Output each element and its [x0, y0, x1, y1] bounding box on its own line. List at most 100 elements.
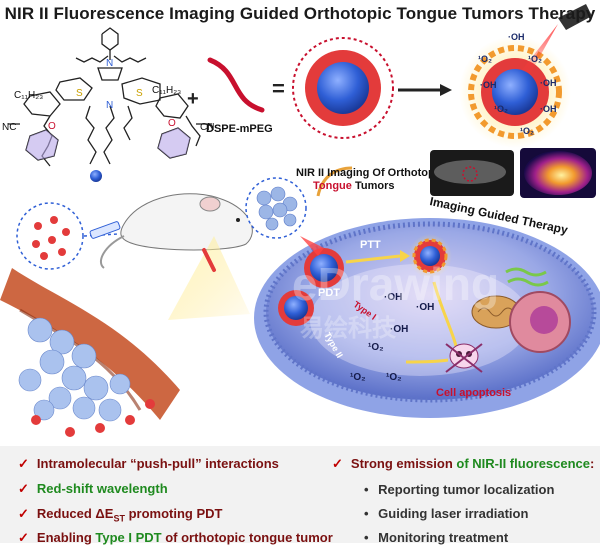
ros-oh-4: ·OH — [508, 32, 525, 42]
summary-panel — [0, 446, 600, 543]
bullet-icon: • — [364, 506, 373, 521]
laser-device-icon — [558, 4, 592, 30]
mouse-tail — [99, 235, 125, 269]
nir-image-mouse-body — [434, 160, 506, 184]
nir-heatmap-signal — [524, 151, 592, 195]
bullet-icon: • — [364, 530, 373, 545]
syringe-icon — [89, 221, 121, 239]
ros-labels-cell: ·OH ·OH ·OH ¹O₂ ¹O₂ ¹O₂ — [350, 292, 434, 383]
right-bullet-1: • Reporting tumor localization — [364, 482, 554, 497]
light-beam — [168, 236, 250, 320]
nir-image-tumor-marker — [462, 166, 478, 182]
cell-cluster-icon — [18, 317, 131, 422]
nucleus-icon — [509, 291, 571, 353]
chain-right-label: C₁₁H₂₃ — [152, 85, 181, 96]
equals-sign: = — [272, 76, 285, 101]
imaging-arrow — [316, 166, 353, 197]
left-point-2-text-1: Red-shift wavelength — [36, 481, 168, 496]
check-icon: ✓ — [18, 456, 29, 471]
left-point-2: ✓Red-shift wavelength — [18, 481, 168, 497]
right-bullet-3: • Monitoring treatment — [364, 530, 508, 545]
cell-oh-1: ·OH — [384, 292, 402, 303]
right-header-text-1: Strong emission — [350, 456, 457, 471]
mouse-icon — [120, 193, 253, 251]
cell-nanoparticle-2 — [278, 290, 314, 326]
plus-sign: + — [187, 88, 199, 110]
cell-singlet-1: ¹O₂ — [368, 342, 384, 353]
solution-particles — [32, 216, 70, 260]
chain-left-label: C₁₁H₂₃ — [14, 90, 43, 101]
left-point-4-text-3: of orthotopic tongue tumor — [161, 530, 333, 545]
tumors-word: Tumors — [352, 180, 395, 192]
watermark-cn: 易绘科技 — [300, 314, 397, 342]
right-bullet-3-text: Monitoring treatment — [378, 530, 509, 545]
ros-singlet-3: ¹O₂ — [494, 104, 508, 114]
er-icon — [505, 267, 549, 287]
cell-oh-3: ·OH — [390, 324, 408, 335]
cell-apoptosis-label: Cell apoptosis — [436, 387, 511, 399]
blood-vessel-icon — [0, 268, 180, 420]
right-bullet-1-text: Reporting tumor localization — [378, 482, 555, 497]
ros-oh-3: ·OH — [540, 104, 557, 114]
cell-nanoparticle-heated — [408, 234, 452, 278]
ptt-arrowhead — [400, 250, 410, 262]
tongue-word: Tongue — [313, 180, 352, 192]
left-point-1: ✓ Intramolecular “push-pull” interactions — [18, 456, 279, 472]
laser-beam-top — [522, 24, 558, 74]
circulating-nanoparticles — [31, 399, 155, 437]
nc-label: NC — [2, 122, 16, 133]
indanone-left-shade — [26, 130, 58, 160]
imaging-label-line1: NIR II Imaging Of Orthotopic — [296, 167, 444, 179]
watermark: eDrawing — [292, 258, 499, 310]
nanoparticle-icon — [292, 37, 394, 139]
cell-singlet-2: ¹O₂ — [350, 372, 366, 383]
left-point-3-text-1: Reduced ΔE — [36, 506, 114, 521]
nanoparticle-solution-inset — [16, 202, 84, 270]
ptt-arrow — [345, 254, 401, 264]
left-point-1-text-1: Intramolecular “push-pull” interactions — [36, 456, 279, 471]
sulfur-right-label: S — [136, 88, 143, 99]
bullet-icon: • — [364, 482, 373, 497]
right-bullet-2-text: Guiding laser irradiation — [378, 506, 529, 521]
check-icon: ✓ — [18, 506, 29, 521]
left-point-4-text-2: Type I PDT — [95, 530, 162, 545]
dye-core-icon — [90, 170, 102, 182]
molecule-labels: C₁₁H₂₃ C₁₁H₂₃ NC CN O O N N S S — [2, 58, 214, 133]
ros-singlet-4: ¹O₂ — [520, 126, 534, 136]
sulfur-left-label: S — [76, 88, 83, 99]
ros-singlet-2: ¹O₂ — [528, 54, 542, 64]
left-point-4: ✓ Enabling Type I PDT of orthotopic tongu… — [18, 530, 333, 546]
left-point-3: ✓Reduced ΔEST promoting PDT — [18, 506, 222, 524]
nitrogen-top-label: N — [106, 58, 113, 69]
laser-pen-icon — [202, 248, 216, 272]
mouse-eye — [236, 218, 240, 222]
skull-icon — [445, 343, 483, 373]
dspe-mpeg-label: DSPE-mPEG — [206, 123, 273, 135]
arrow-to-apoptosis-1 — [432, 281, 458, 347]
oxygen-right-label: O — [168, 118, 176, 129]
right-header-text-2: of NIR-II fluorescence — [456, 456, 591, 471]
tumor-cluster-icon — [256, 186, 298, 231]
cell-oh-2: ·OH — [416, 302, 434, 313]
arrowhead-to-activated — [440, 84, 452, 96]
imaging-label-line2: Tongue Tumors — [313, 180, 394, 192]
right-header: ✓Strong emission of NIR-II fluorescence: — [332, 456, 594, 472]
ros-labels-top: ¹O₂ ¹O₂ ·OH ·OH ¹O₂ ·OH ·OH ¹O₂ — [478, 32, 557, 136]
left-point-4-text-1: Enabling — [36, 530, 96, 545]
right-bullet-2: • Guiding laser irradiation — [364, 506, 528, 521]
dspe-mpeg-polymer-icon — [207, 57, 265, 113]
check-icon: ✓ — [18, 530, 29, 545]
activated-nanoparticle-icon — [459, 36, 571, 148]
cn-label: CN — [200, 122, 214, 133]
ptt-label: PTT — [360, 239, 381, 251]
cell-nanoparticle-1 — [304, 248, 344, 288]
cell-singlet-3: ¹O₂ — [386, 372, 402, 383]
pdt-label: PDT — [318, 287, 340, 299]
mouse-ear — [199, 196, 221, 212]
left-point-3-text-2: ST — [113, 513, 125, 524]
check-icon: ✓ — [332, 456, 343, 471]
molecule-structure — [8, 27, 212, 167]
ros-singlet-1: ¹O₂ — [478, 54, 492, 64]
oxygen-left-label: O — [48, 121, 56, 132]
